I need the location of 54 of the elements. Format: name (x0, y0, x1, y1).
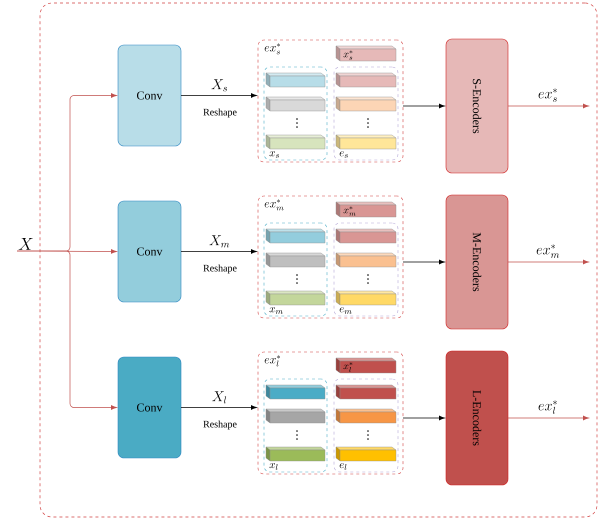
feature-bar (336, 252, 396, 268)
feature-bar (266, 134, 326, 150)
feature-bar: $x_s^*$ (336, 46, 396, 62)
feature-group-box: $e_m$ (334, 222, 398, 316)
edge-label: $ex_l^*$ (538, 400, 557, 414)
feature-bar (336, 446, 396, 462)
feature-bar (336, 96, 396, 112)
feature-bar (336, 134, 396, 150)
encoder-box: L-Encoders (446, 350, 508, 486)
edge-label: $ex_s^*$ (538, 88, 557, 102)
edge-label: $X_m$ (209, 235, 230, 248)
reshape-label: Reshape (203, 264, 237, 274)
conv-box: Conv (118, 44, 182, 146)
feature-bar: $x_l^*$ (336, 358, 396, 374)
feature-bar (266, 96, 326, 112)
arrow (508, 416, 589, 420)
input-label: $X$ (18, 238, 33, 250)
edge-label: $ex_m^*$ (536, 244, 560, 258)
feature-bar (266, 252, 326, 268)
feature-group-box: $e_s$ (334, 66, 398, 160)
arrow (402, 260, 445, 264)
feature-group-box: $x_s$ (264, 66, 328, 160)
arrow (16, 250, 117, 410)
feature-bar (336, 72, 396, 88)
feature-group-box: $x_m$ (264, 222, 328, 316)
encoder-box: M-Encoders (446, 194, 508, 330)
feature-bar (266, 72, 326, 88)
edge-label: $X_s$ (211, 79, 227, 92)
feature-bar (336, 290, 396, 306)
reshape-label: Reshape (203, 420, 237, 430)
arrow (180, 93, 257, 98)
feature-bar (266, 290, 326, 306)
arrow (508, 104, 589, 108)
arrow (180, 249, 257, 254)
feature-group-box: $x_l$ (264, 378, 328, 472)
arrow (402, 416, 445, 420)
feature-bar: $x_m^*$ (336, 202, 396, 218)
frame-box (40, 2, 598, 518)
feature-bar (266, 228, 326, 244)
arrow (180, 405, 257, 410)
encoder-box: S-Encoders (446, 38, 508, 174)
reshape-label: Reshape (203, 108, 237, 118)
feature-bar (266, 446, 326, 462)
feature-bar (266, 384, 326, 400)
conv-box: Conv (118, 356, 182, 458)
feature-bar (336, 408, 396, 424)
feature-group-box: $e_l$ (334, 378, 398, 472)
conv-box: Conv (118, 200, 182, 302)
feature-bar (266, 408, 326, 424)
arrow (402, 104, 445, 108)
arrow (508, 260, 589, 264)
feature-bar (336, 384, 396, 400)
edge-label: $X_l$ (212, 391, 226, 404)
feature-bar (336, 228, 396, 244)
